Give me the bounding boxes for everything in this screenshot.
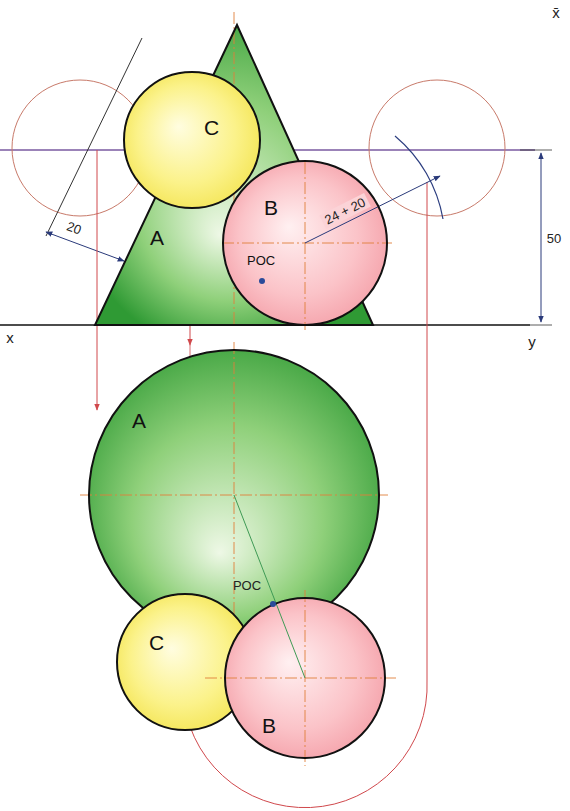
axis-label: x	[6, 330, 14, 345]
sphere-b-plan: B	[222, 595, 388, 761]
sphere-b-plan-outline	[222, 595, 388, 761]
part-letter: A	[150, 227, 164, 248]
sphere-b-elevation-outline	[220, 158, 390, 328]
poc-label: POC	[247, 254, 275, 267]
axis-label: y	[528, 334, 536, 349]
height-dimension: 50	[547, 232, 561, 245]
part-letter: B	[262, 715, 276, 736]
part-letter: C	[204, 117, 219, 138]
offset-dimension: 20	[65, 219, 83, 236]
part-letter: C	[149, 632, 164, 653]
sphere-b-elevation: B POC	[220, 158, 390, 328]
axis-label: x̄	[552, 5, 560, 20]
part-letter: A	[132, 410, 146, 431]
part-letter: B	[264, 197, 278, 218]
